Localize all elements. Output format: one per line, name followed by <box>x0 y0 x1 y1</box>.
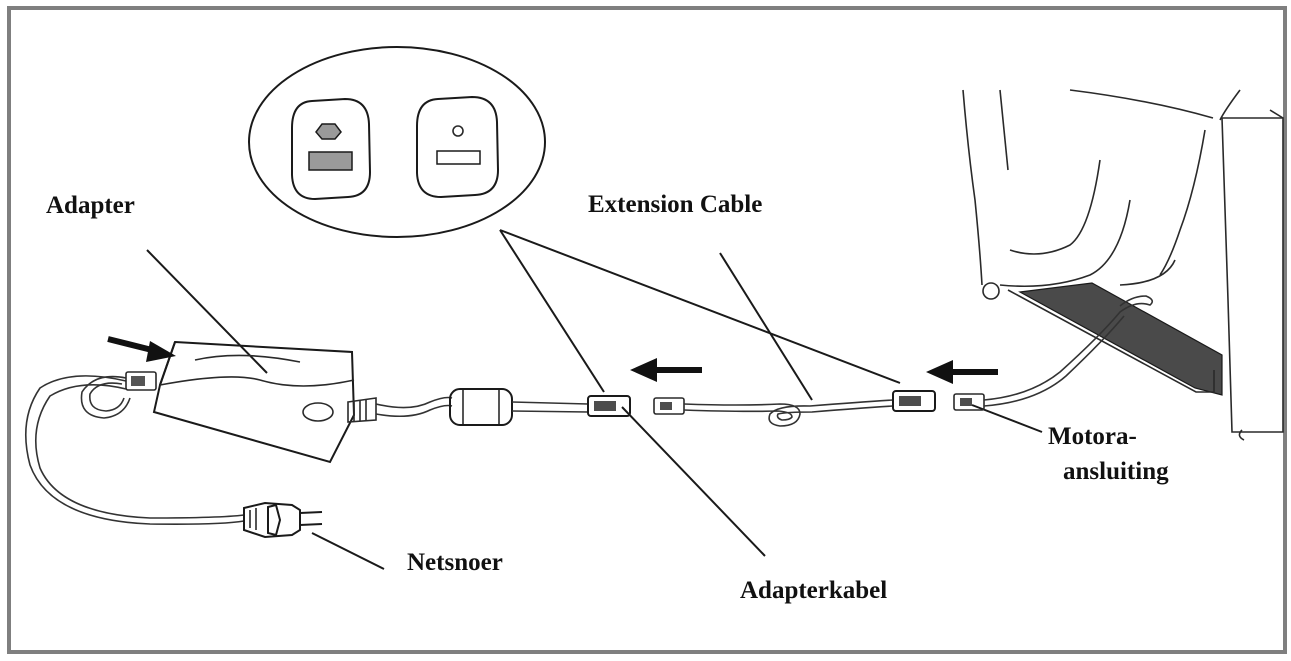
leader-adapterkabel <box>621 406 766 557</box>
label-netsnoer: Netsnoer <box>407 549 503 576</box>
adapter-output-relief <box>347 397 377 423</box>
furniture-illustration <box>962 89 1284 441</box>
label-motora-line1: Motora- <box>1048 423 1137 450</box>
mains-plug <box>243 501 323 539</box>
extension-cable-plug-left <box>653 397 685 415</box>
motor-connector-plug <box>953 393 985 411</box>
label-adapterkabel: Adapterkabel <box>740 577 887 604</box>
label-adapter: Adapter <box>46 192 135 219</box>
socket-face-left <box>291 97 372 201</box>
label-motora-line2: ansluiting <box>1063 458 1169 485</box>
leader-netsnoer <box>311 532 385 570</box>
leader-circle-to-adapter-cable <box>499 229 605 393</box>
power-adapter-box <box>152 340 356 464</box>
adapter-cable-connector <box>587 395 631 417</box>
arrow-connect-motor <box>926 360 998 384</box>
ferrite-bead <box>449 388 513 426</box>
leader-adapter <box>146 249 268 374</box>
socket-face-right <box>416 95 500 199</box>
leader-extension-cable <box>719 252 813 401</box>
motor-cable <box>983 295 1154 401</box>
extension-cable <box>683 399 894 427</box>
connector-detail-magnifier <box>248 46 546 238</box>
leader-circle-to-extension <box>499 229 901 384</box>
extension-cable-socket-right <box>892 390 936 412</box>
mains-cord <box>25 375 245 525</box>
label-extension-cable: Extension Cable <box>588 191 762 218</box>
arrow-insert-adapter <box>107 336 176 362</box>
adapter-input-connector <box>125 371 157 391</box>
arrow-connect-extension <box>630 358 702 382</box>
diagram-frame <box>7 6 1287 654</box>
